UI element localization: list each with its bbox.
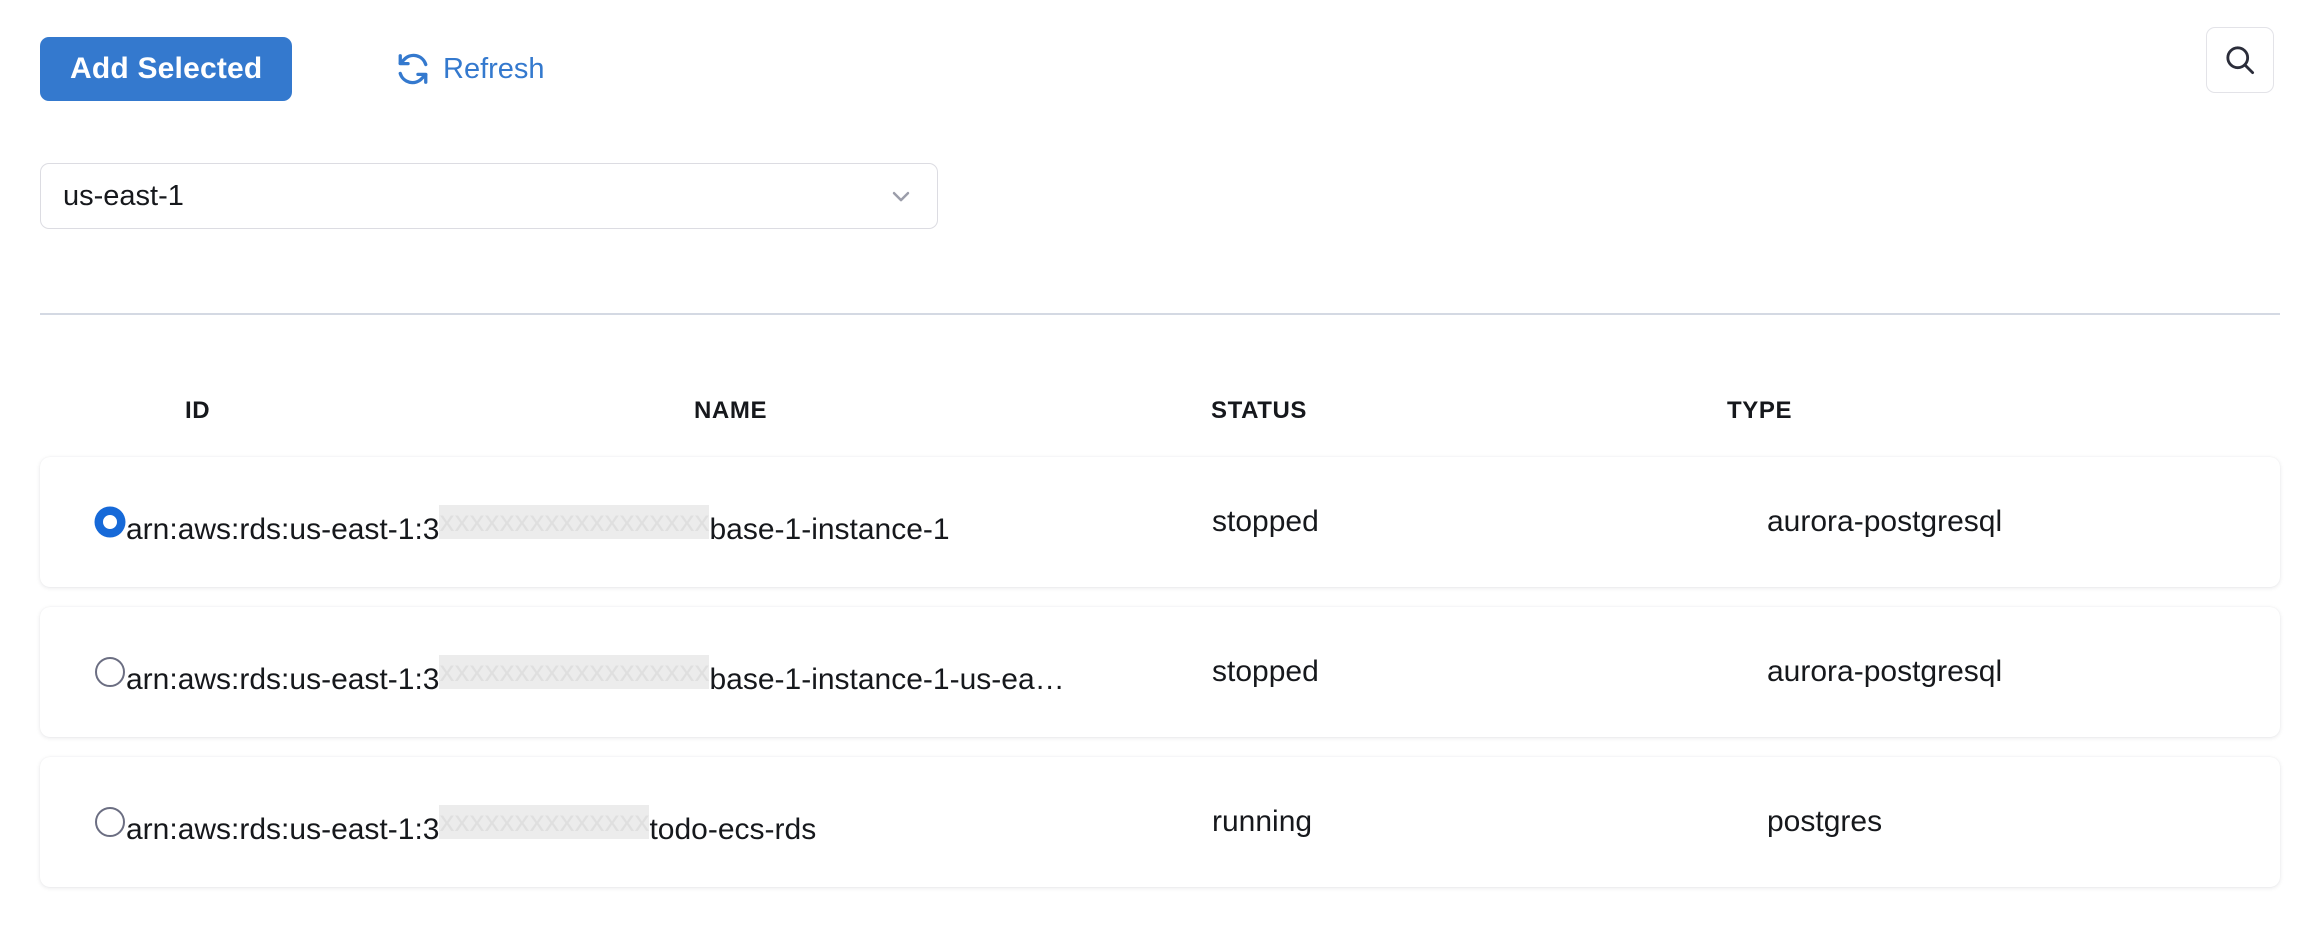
row-radio-button[interactable]: [95, 507, 125, 537]
cell-id: arn:aws:rds:us-east-1:3xxxxxxxxxxxxxxtod…: [126, 805, 816, 847]
refresh-label: Refresh: [443, 52, 545, 85]
region-select-value: us-east-1: [63, 179, 184, 212]
table-row[interactable]: arn:aws:rds:us-east-1:3xxxxxxxxxxxxxxxxx…: [40, 607, 2280, 737]
cell-id-redacted: xxxxxxxxxxxxxxxxxx: [439, 655, 710, 689]
cell-id-prefix: arn:aws:rds:us-east-1:3: [126, 813, 440, 846]
column-header-id: ID: [185, 397, 211, 424]
column-header-type: TYPE: [1727, 397, 1793, 424]
table-row[interactable]: arn:aws:rds:us-east-1:3xxxxxxxxxxxxxxtod…: [40, 757, 2280, 887]
column-header-status: STATUS: [1211, 397, 1308, 424]
cell-id: arn:aws:rds:us-east-1:3xxxxxxxxxxxxxxxxx…: [126, 655, 1065, 697]
cell-status: running: [1212, 805, 1313, 838]
cell-id-suffix: base-1-instance-1: [709, 513, 950, 546]
cell-type: aurora-postgresql: [1767, 505, 2003, 538]
toolbar: Add Selected Refresh: [0, 0, 2298, 120]
cell-status: stopped: [1212, 655, 1319, 688]
table-row[interactable]: arn:aws:rds:us-east-1:3xxxxxxxxxxxxxxxxx…: [40, 457, 2280, 587]
search-icon: [2222, 42, 2258, 78]
cell-id-prefix: arn:aws:rds:us-east-1:3: [126, 513, 440, 546]
cell-id-redacted: xxxxxxxxxxxxxx: [439, 805, 650, 839]
section-divider: [40, 313, 2280, 315]
refresh-button[interactable]: Refresh: [395, 45, 545, 93]
instances-table: ID NAME STATUS TYPE arn:aws:rds:us-east-…: [0, 397, 2298, 907]
region-select[interactable]: us-east-1: [40, 163, 938, 229]
column-header-name: NAME: [694, 397, 768, 424]
refresh-icon: [395, 51, 431, 87]
add-selected-button[interactable]: Add Selected: [40, 37, 293, 101]
cell-id-redacted: xxxxxxxxxxxxxxxxxx: [439, 505, 710, 539]
cell-status: stopped: [1212, 505, 1319, 538]
cell-id-suffix: todo-ecs-rds: [649, 813, 817, 846]
cell-type: postgres: [1767, 805, 1883, 838]
cell-id-prefix: arn:aws:rds:us-east-1:3: [126, 663, 440, 696]
row-radio-button[interactable]: [95, 807, 125, 837]
table-body: arn:aws:rds:us-east-1:3xxxxxxxxxxxxxxxxx…: [0, 457, 2298, 887]
chevron-down-icon: [887, 182, 915, 210]
cell-id: arn:aws:rds:us-east-1:3xxxxxxxxxxxxxxxxx…: [126, 505, 950, 547]
cell-id-suffix: base-1-instance-1-us-ea…: [709, 663, 1065, 696]
table-header-row: ID NAME STATUS TYPE: [0, 397, 2298, 457]
cell-type: aurora-postgresql: [1767, 655, 2003, 688]
row-radio-button[interactable]: [95, 657, 125, 687]
search-button[interactable]: [2206, 27, 2274, 93]
